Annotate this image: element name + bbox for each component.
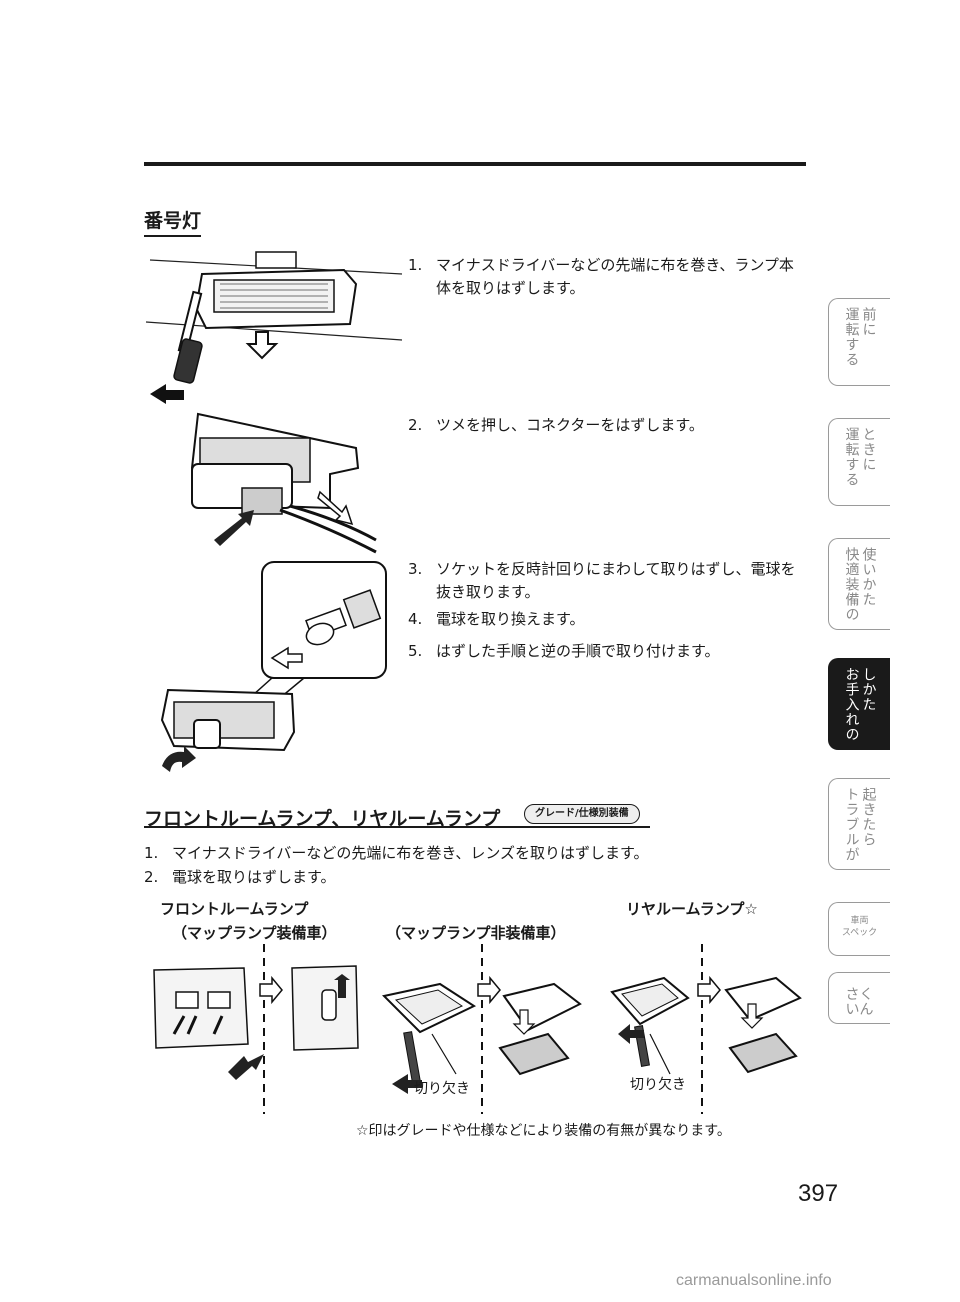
label-with-map-lamp: （マップランプ装備車）: [172, 924, 337, 942]
tab-text-line-1: さく: [845, 987, 874, 1003]
figure-connector: [190, 412, 377, 554]
tab-index[interactable]: さく いん: [828, 972, 890, 1024]
tab-comfort-features[interactable]: 快適装備の 使いかた: [828, 538, 890, 630]
tab-while-driving[interactable]: 運転する ときに: [828, 418, 890, 506]
step-text: 電球を取り換えます。: [436, 610, 585, 628]
room-lamp-step-1: 1. マイナスドライバーなどの先端に布を巻き、レンズを取りはずします。: [144, 842, 804, 865]
tab-text-col-2: 起きたら: [860, 787, 877, 847]
step-number: 1.: [408, 256, 423, 274]
footnote-equipment: ☆印はグレードや仕様などにより装備の有無が異なります。: [356, 1123, 731, 1139]
section-underline: [144, 826, 650, 828]
top-rule: [144, 162, 806, 166]
tab-text-col-2: 前に: [860, 307, 877, 337]
step-text: マイナスドライバーなどの先端に布を巻き、ランプ本体を取りはずします。: [436, 256, 794, 297]
label-rear-room-lamp: リヤルームランプ☆: [626, 900, 758, 918]
tab-text-col-1: お手入れの: [843, 667, 860, 742]
section-title-room-lamps: フロントルームランプ、リヤルームランプ: [144, 808, 501, 830]
tab-text-col-2: 使いかた: [860, 547, 877, 607]
watermark: carmanualsonline.info: [676, 1272, 832, 1289]
tab-text-col-2: ときに: [860, 427, 877, 472]
tab-text-line-2: スペック: [841, 928, 878, 938]
tab-troubleshooting[interactable]: トラブルが 起きたら: [828, 778, 890, 870]
tab-text-line-1: 車両: [850, 916, 869, 926]
tab-before-driving[interactable]: 運転する 前に: [828, 298, 890, 386]
step-number: 3.: [408, 560, 423, 578]
section-title-license-lamp: 番号灯: [144, 206, 202, 237]
figure-socket-bulb: [160, 561, 387, 772]
page-number: 397: [798, 1180, 839, 1207]
step-text: ツメを押し、コネクターをはずします。: [436, 416, 704, 434]
tab-text-col-1: トラブルが: [843, 787, 860, 862]
license-lamp-step-2: 2. ツメを押し、コネクターをはずします。: [408, 414, 804, 437]
label-without-map-lamp: （マップランプ非装備車）: [386, 924, 566, 942]
tab-text-line-2: いん: [845, 1002, 874, 1018]
tab-text-col-1: 運転する: [843, 307, 860, 367]
tab-text-col-1: 運転する: [843, 427, 860, 487]
step-number: 2.: [408, 416, 423, 434]
figure-room-lamps: [153, 944, 802, 1114]
label-front-room-lamp: フロントルームランプ: [160, 900, 309, 918]
license-lamp-step-5: 5. はずした手順と逆の手順で取り付けます。: [408, 640, 804, 663]
room-lamp-step-2: 2. 電球を取りはずします。: [144, 866, 804, 889]
license-lamp-step-4: 4. 電球を取り換えます。: [408, 608, 804, 631]
license-lamp-step-1: 1. マイナスドライバーなどの先端に布を巻き、ランプ本体を取りはずします。: [408, 254, 804, 300]
tab-text-col-2: しかた: [860, 667, 877, 712]
tab-maintenance[interactable]: お手入れの しかた: [828, 658, 890, 750]
step-text: マイナスドライバーなどの先端に布を巻き、レンズを取りはずします。: [172, 844, 649, 862]
grade-spec-badge: グレード/仕様別装備: [524, 804, 640, 824]
step-text: ソケットを反時計回りにまわして取りはずし、電球を抜き取ります。: [436, 560, 796, 601]
step-number: 5.: [408, 642, 423, 660]
label-notch-2: 切り欠き: [630, 1077, 686, 1093]
label-notch-1: 切り欠き: [414, 1081, 470, 1097]
tab-text-col-1: 快適装備の: [843, 547, 860, 622]
step-text: はずした手順と逆の手順で取り付けます。: [436, 642, 720, 660]
license-lamp-step-3: 3. ソケットを反時計回りにまわして取りはずし、電球を抜き取ります。: [408, 558, 804, 604]
tab-specifications[interactable]: 車両 スペック: [828, 902, 890, 956]
step-number: 1.: [144, 844, 159, 862]
step-number: 2.: [144, 868, 159, 886]
step-text: 電球を取りはずします。: [172, 868, 336, 886]
step-number: 4.: [408, 610, 423, 628]
figure-lamp-removal: [145, 251, 403, 404]
